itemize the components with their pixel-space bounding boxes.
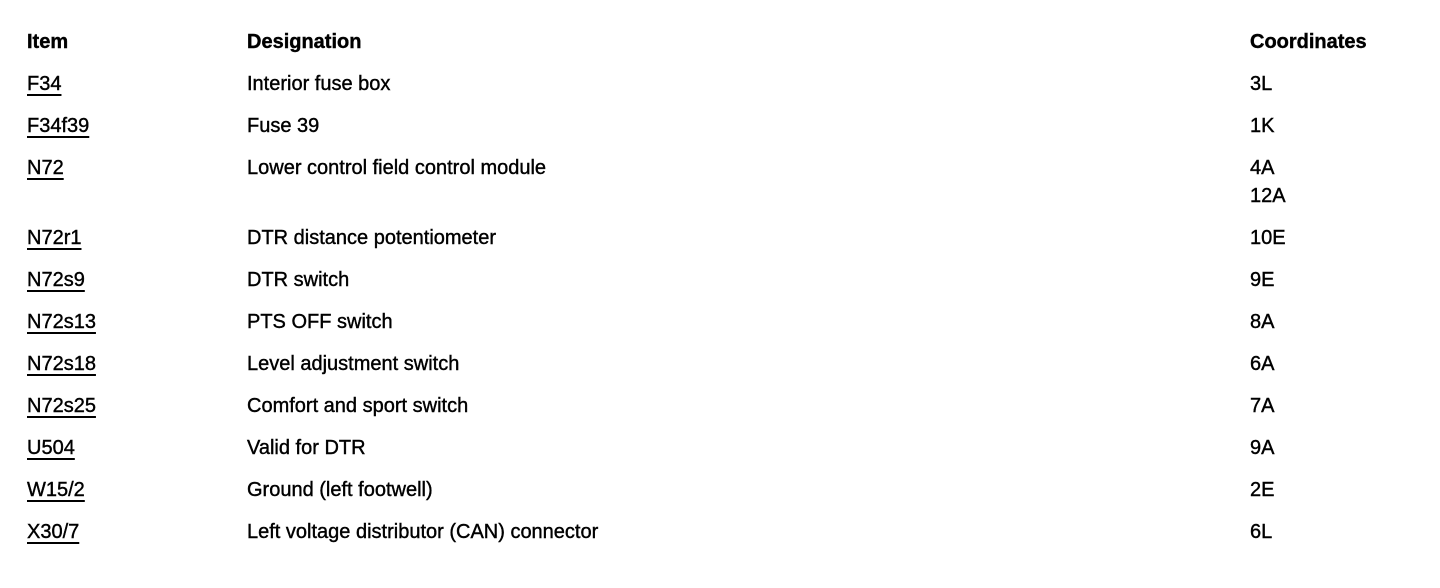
table-row: N72s18 Level adjustment switch 6A bbox=[27, 343, 1427, 385]
table-row: F34f39 Fuse 39 1K bbox=[27, 105, 1427, 147]
coordinates-cell: 8A bbox=[1250, 301, 1427, 343]
table-row: N72s9 DTR switch 9E bbox=[27, 259, 1427, 301]
coordinate-value: 4A bbox=[1250, 157, 1275, 179]
table-row: F34 Interior fuse box 3L bbox=[27, 63, 1427, 105]
item-link[interactable]: F34 bbox=[27, 73, 62, 95]
item-cell: N72s18 bbox=[27, 343, 247, 385]
item-cell: N72s13 bbox=[27, 301, 247, 343]
coordinates-cell: 7A bbox=[1250, 385, 1427, 427]
designation-text: Comfort and sport switch bbox=[247, 395, 469, 417]
header-coordinates: Coordinates bbox=[1250, 31, 1367, 53]
designation-text: Level adjustment switch bbox=[247, 353, 460, 375]
header-designation: Designation bbox=[247, 31, 362, 53]
coordinate-value: 10E bbox=[1250, 227, 1286, 249]
designation-cell: Comfort and sport switch bbox=[247, 385, 1250, 427]
item-cell: N72s25 bbox=[27, 385, 247, 427]
document-page: Item Designation Coordinates F34 Interio… bbox=[27, 21, 1427, 553]
coordinate-value: 3L bbox=[1250, 73, 1273, 95]
coordinate-value: 1K bbox=[1250, 115, 1275, 137]
designation-cell: DTR distance potentiometer bbox=[247, 217, 1250, 259]
coordinate-value: 7A bbox=[1250, 395, 1275, 417]
table-row: N72r1 DTR distance potentiometer 10E bbox=[27, 217, 1427, 259]
designation-cell: Lower control field control module bbox=[247, 147, 1250, 217]
item-link[interactable]: N72s9 bbox=[27, 269, 85, 291]
parts-table-body: F34 Interior fuse box 3L F34f39 Fuse 39 … bbox=[27, 63, 1427, 553]
item-cell: N72 bbox=[27, 147, 247, 217]
designation-cell: DTR switch bbox=[247, 259, 1250, 301]
item-cell: W15/2 bbox=[27, 469, 247, 511]
designation-cell: Ground (left footwell) bbox=[247, 469, 1250, 511]
item-link[interactable]: U504 bbox=[27, 437, 75, 459]
designation-cell: Fuse 39 bbox=[247, 105, 1250, 147]
table-header-row: Item Designation Coordinates bbox=[27, 21, 1427, 63]
item-link[interactable]: N72s18 bbox=[27, 353, 96, 375]
designation-text: Valid for DTR bbox=[247, 437, 366, 459]
header-item: Item bbox=[27, 31, 69, 53]
coordinates-cell: 6A bbox=[1250, 343, 1427, 385]
designation-cell: PTS OFF switch bbox=[247, 301, 1250, 343]
item-link[interactable]: W15/2 bbox=[27, 479, 85, 501]
designation-text: Left voltage distributor (CAN) connector bbox=[247, 521, 599, 543]
table-row: N72s13 PTS OFF switch 8A bbox=[27, 301, 1427, 343]
coordinate-value: 8A bbox=[1250, 311, 1275, 333]
designation-text: Interior fuse box bbox=[247, 73, 391, 95]
item-cell: N72s9 bbox=[27, 259, 247, 301]
table-row: W15/2 Ground (left footwell) 2E bbox=[27, 469, 1427, 511]
designation-text: Fuse 39 bbox=[247, 115, 320, 137]
item-cell: N72r1 bbox=[27, 217, 247, 259]
designation-cell: Interior fuse box bbox=[247, 63, 1250, 105]
item-cell: F34f39 bbox=[27, 105, 247, 147]
coordinates-cell: 9E bbox=[1250, 259, 1427, 301]
coordinate-value: 9E bbox=[1250, 269, 1275, 291]
coordinates-cell: 10E bbox=[1250, 217, 1427, 259]
item-link[interactable]: N72s25 bbox=[27, 395, 96, 417]
table-row: N72s25 Comfort and sport switch 7A bbox=[27, 385, 1427, 427]
item-cell: U504 bbox=[27, 427, 247, 469]
coordinates-cell: 6L bbox=[1250, 511, 1427, 553]
coordinate-value: 12A bbox=[1250, 185, 1286, 207]
coordinates-cell: 2E bbox=[1250, 469, 1427, 511]
designation-text: DTR switch bbox=[247, 269, 350, 291]
coordinate-value: 6L bbox=[1250, 521, 1273, 543]
item-link[interactable]: N72s13 bbox=[27, 311, 96, 333]
item-link[interactable]: N72 bbox=[27, 157, 64, 179]
table-row: U504 Valid for DTR 9A bbox=[27, 427, 1427, 469]
coordinate-value: 6A bbox=[1250, 353, 1275, 375]
coordinates-cell: 3L bbox=[1250, 63, 1427, 105]
item-link[interactable]: X30/7 bbox=[27, 521, 80, 543]
item-link[interactable]: F34f39 bbox=[27, 115, 90, 137]
coordinate-value: 9A bbox=[1250, 437, 1275, 459]
table-row: X30/7 Left voltage distributor (CAN) con… bbox=[27, 511, 1427, 553]
item-cell: X30/7 bbox=[27, 511, 247, 553]
designation-cell: Left voltage distributor (CAN) connector bbox=[247, 511, 1250, 553]
item-link[interactable]: N72r1 bbox=[27, 227, 82, 249]
coordinates-cell: 9A bbox=[1250, 427, 1427, 469]
designation-cell: Level adjustment switch bbox=[247, 343, 1250, 385]
parts-table: Item Designation Coordinates F34 Interio… bbox=[27, 21, 1427, 553]
designation-text: DTR distance potentiometer bbox=[247, 227, 497, 249]
designation-text: Lower control field control module bbox=[247, 157, 547, 179]
coordinates-cell: 1K bbox=[1250, 105, 1427, 147]
coordinate-value: 2E bbox=[1250, 479, 1275, 501]
designation-text: Ground (left footwell) bbox=[247, 479, 433, 501]
designation-cell: Valid for DTR bbox=[247, 427, 1250, 469]
designation-text: PTS OFF switch bbox=[247, 311, 393, 333]
item-cell: F34 bbox=[27, 63, 247, 105]
table-row: N72 Lower control field control module 4… bbox=[27, 147, 1427, 217]
